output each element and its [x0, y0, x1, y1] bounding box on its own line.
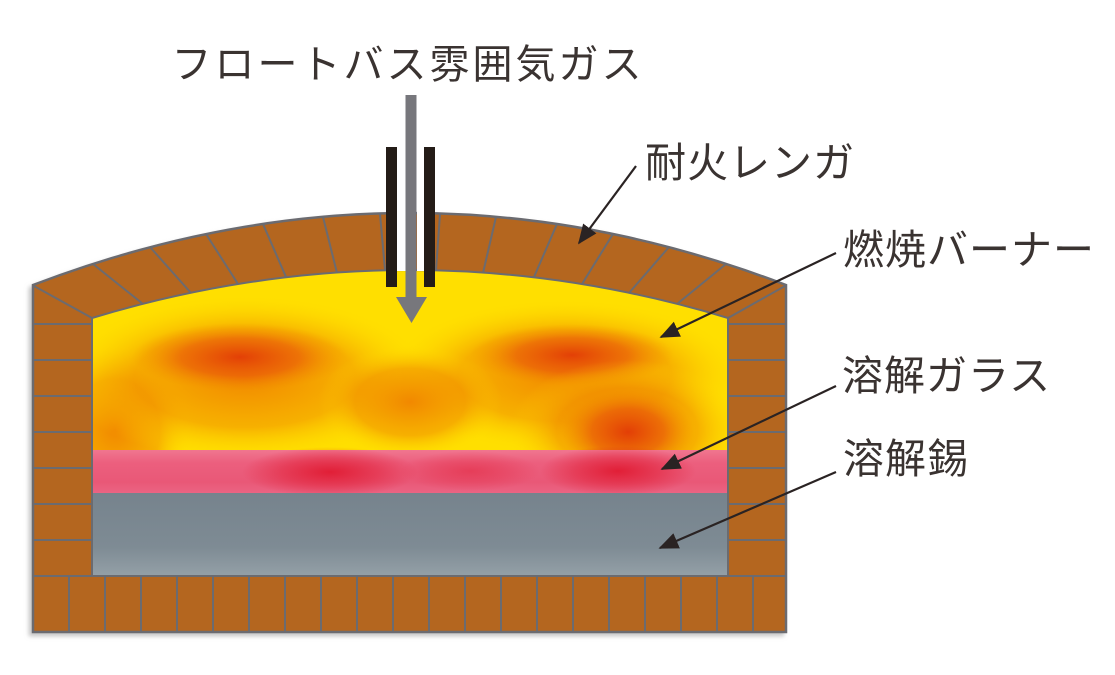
flame-orange-blob-center [318, 346, 502, 458]
gas-inlet-assembly [386, 95, 435, 323]
label-combustion-burner: 燃焼バーナー [843, 227, 1095, 273]
flame-red-streak-left [132, 323, 348, 391]
pipe-gap-left [397, 140, 406, 271]
leader-molten-glass [660, 385, 837, 470]
right-wall-brick-joints [728, 323, 786, 541]
pipe-gap-right [417, 140, 424, 271]
label-molten-tin: 溶解錫 [843, 436, 969, 482]
leader-combustion-burner [659, 252, 837, 338]
gas-flow-down-arrow-icon [396, 95, 427, 323]
base-brick-joints [33, 575, 786, 632]
gas-inlet-pipe-right [424, 147, 435, 287]
left-wall-brick-joints [33, 323, 92, 541]
molten-glass-hot-spots [242, 446, 696, 497]
label-refractory-brick: 耐火レンガ [645, 140, 855, 186]
furnace-structure [31, 211, 788, 634]
label-molten-glass: 溶解ガラス [842, 353, 1051, 399]
leader-molten-tin [658, 470, 837, 550]
leader-refractory-brick [578, 165, 637, 245]
gas-inlet-pipe-left [386, 147, 397, 287]
molten-tin-layer [92, 493, 728, 576]
furnace-cavity [92, 270, 728, 576]
label-float-bath-atmosphere-gas: フロートバス雰囲気ガス [172, 43, 645, 87]
arch-brick-joints [33, 213, 786, 319]
callout-leader-lines [578, 165, 837, 550]
